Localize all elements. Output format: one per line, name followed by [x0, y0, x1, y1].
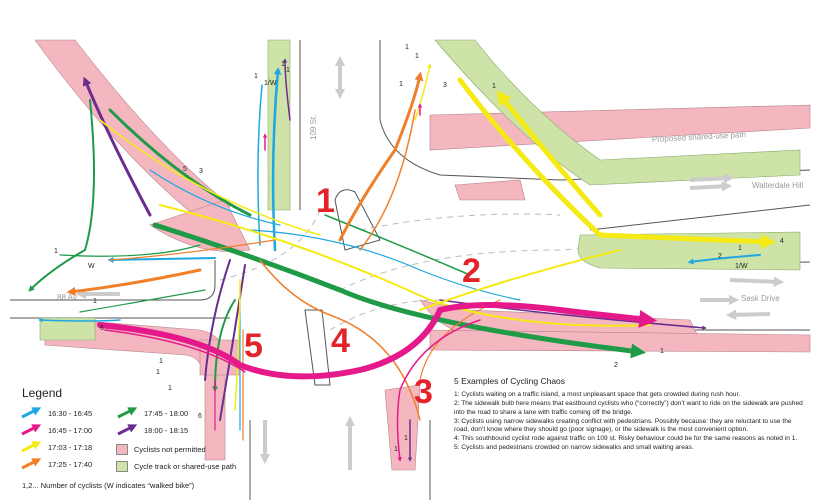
legend-item: 16:45 - 17:00 — [20, 423, 92, 437]
legend-item: 18:00 - 18:15 — [116, 423, 188, 437]
legend-arrow-icon — [117, 424, 138, 436]
example-number-2: 2 — [462, 252, 481, 290]
legend-swatch — [116, 460, 128, 472]
count-label: 1 — [168, 385, 172, 392]
street-label-sask: Sask Drive — [741, 294, 780, 303]
legend: Legend 16:30 - 16:45 16:45 - 17:00 17:03… — [20, 386, 270, 496]
legend-item: 17:25 - 17:40 — [20, 457, 92, 471]
count-label: 3 — [199, 168, 203, 175]
note-item: 2: The sidewalk bulb here means that eas… — [454, 400, 803, 416]
notes-title: 5 Examples of Cycling Chaos — [454, 376, 566, 386]
legend-item: 16:30 - 16:45 — [20, 406, 92, 420]
legend-zone: Cycle track or shared-use path — [116, 459, 236, 473]
count-label: 6 — [198, 413, 202, 420]
legend-arrow-icon — [21, 424, 42, 436]
count-label: W — [88, 263, 95, 270]
count-label: 1/W — [735, 263, 748, 270]
count-label: 3 — [443, 82, 447, 89]
legend-arrow-path — [21, 407, 42, 419]
count-label: 1 — [415, 53, 419, 60]
legend-item: 17:03 - 17:18 — [20, 440, 92, 454]
legend-label: 17:25 - 17:40 — [48, 459, 93, 469]
street-label-walterdale: Walterdale Hill — [752, 181, 803, 190]
count-label: 1 — [156, 369, 160, 376]
count-label: 1 — [159, 358, 163, 365]
count-label: 1/W — [264, 80, 277, 87]
legend-zone: Cyclists not permitted — [116, 442, 206, 456]
legend-arrow-icon — [21, 458, 42, 470]
cyclist-routes — [28, 58, 776, 462]
legend-arrow-path — [117, 424, 138, 436]
legend-arrow-icon — [21, 407, 42, 419]
legend-arrow-icon — [117, 407, 138, 419]
legend-footnote: 1,2... Number of cyclists (W indicates “… — [22, 481, 195, 490]
count-label: 1 — [738, 245, 742, 252]
count-label: 1 — [399, 81, 403, 88]
legend-arrow-path — [117, 407, 138, 419]
count-label: 1 — [54, 248, 58, 255]
legend-item: 17:45 - 18:00 — [116, 406, 188, 420]
count-label: 1 — [254, 73, 258, 80]
legend-arrow-icon — [21, 441, 42, 453]
note-item: 5: Cyclists and pedestrians crowded on n… — [454, 444, 694, 452]
legend-label: 16:45 - 17:00 — [48, 425, 93, 435]
count-label: 1 — [93, 298, 97, 305]
street-label-109st: 109 St. — [309, 115, 318, 140]
count-label: 1 — [492, 83, 496, 90]
count-label: 6 — [100, 325, 104, 332]
example-number-5: 5 — [244, 327, 263, 365]
count-label: 2 — [614, 362, 618, 369]
legend-label: 17:03 - 17:18 — [48, 442, 93, 452]
street-label-88av: 88 Av. — [57, 293, 79, 302]
count-label: 1 — [394, 446, 398, 453]
note-item: 3: Cyclists using narrow sidewalks creat… — [454, 417, 792, 434]
count-label: 1 — [405, 44, 409, 51]
legend-arrow-path — [21, 424, 42, 436]
legend-label: Cyclists not permitted — [134, 444, 206, 454]
count-label: 1 — [286, 67, 290, 74]
count-label: 5 — [183, 166, 187, 173]
note-item: 4: This southbound cyclist rode against … — [454, 435, 798, 443]
count-label: 4 — [780, 238, 784, 245]
legend-label: 18:00 - 18:15 — [144, 425, 189, 435]
example-number-1: 1 — [316, 182, 335, 220]
legend-arrow-path — [21, 458, 42, 470]
count-label: 1 — [660, 348, 664, 355]
notes-panel: 5 Examples of Cycling Chaos 1: Cyclists … — [454, 377, 804, 454]
count-label: 2 — [718, 253, 722, 260]
legend-label: 16:30 - 16:45 — [48, 408, 93, 418]
example-number-4: 4 — [331, 322, 350, 360]
count-label: 1 — [404, 435, 408, 442]
legend-title: Legend — [22, 386, 63, 400]
note-item: 1: Cyclists waiting on a traffic island,… — [454, 391, 741, 399]
legend-swatch — [116, 443, 128, 455]
traffic-arrows — [75, 55, 785, 470]
count-label: 1 — [281, 61, 285, 68]
legend-label: Cycle track or shared-use path — [134, 461, 237, 471]
example-number-3: 3 — [414, 373, 433, 411]
legend-arrow-path — [21, 441, 42, 453]
cyclist-counts: 1 1/W 1 1 1 1 3 1 1 5 3 6 1 W 1 1 1 1 6 … — [54, 44, 784, 453]
legend-label: 17:45 - 18:00 — [144, 408, 189, 418]
